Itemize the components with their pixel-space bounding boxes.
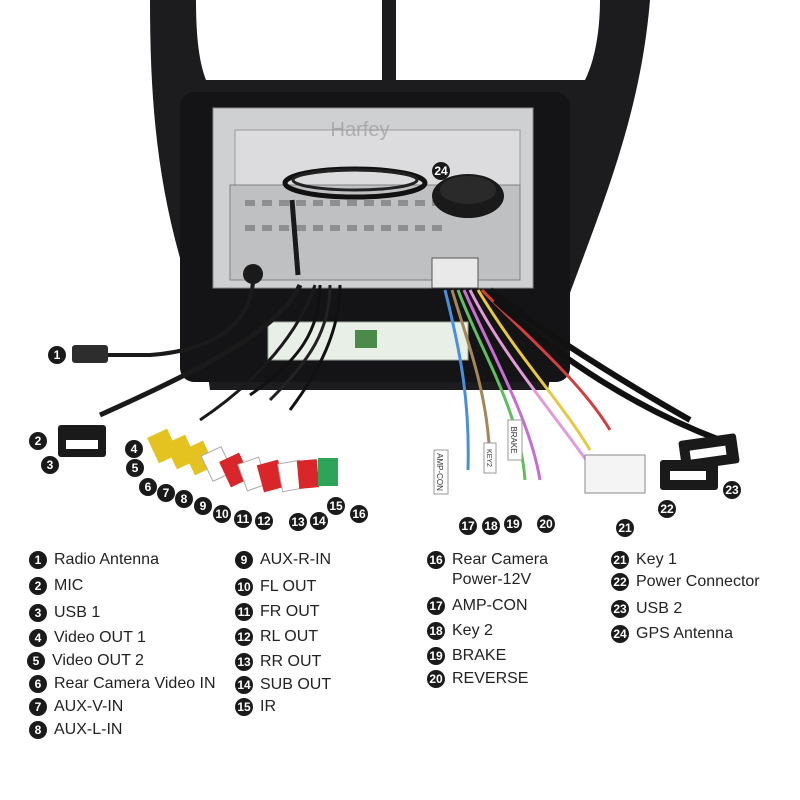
legend-label: Video OUT 1 bbox=[54, 629, 146, 646]
legend-num: 15 bbox=[235, 698, 253, 716]
callout-9: 9 bbox=[194, 497, 212, 515]
callout-23: 23 bbox=[723, 481, 741, 499]
radio-antenna-jack bbox=[243, 264, 263, 284]
callout-22: 22 bbox=[658, 500, 676, 518]
legend-num: 21 bbox=[611, 551, 629, 569]
callout-4: 4 bbox=[125, 440, 143, 458]
legend-num: 6 bbox=[29, 675, 47, 693]
legend-label: AUX-R-IN bbox=[260, 551, 332, 568]
legend-num: 7 bbox=[29, 698, 47, 716]
legend-num: 12 bbox=[235, 628, 253, 646]
legend-label: RR OUT bbox=[260, 653, 322, 670]
legend-num: 5 bbox=[27, 652, 45, 670]
legend-num: 18 bbox=[427, 622, 445, 640]
callout-12: 12 bbox=[255, 512, 273, 530]
legend-num: 1 bbox=[29, 551, 47, 569]
legend-label: AMP-CON bbox=[452, 597, 528, 614]
callout-14: 14 bbox=[310, 512, 328, 530]
legend-num: 2 bbox=[29, 577, 47, 595]
legend-num: 9 bbox=[235, 551, 253, 569]
bezel-vent-right bbox=[396, 0, 600, 80]
legend-num: 10 bbox=[235, 578, 253, 596]
tag-brake: BRAKE bbox=[509, 426, 518, 453]
callout-15: 15 bbox=[327, 497, 345, 515]
legend-num: 8 bbox=[29, 721, 47, 739]
legend-num: 20 bbox=[427, 670, 445, 688]
legend-label: SUB OUT bbox=[260, 676, 332, 693]
legend-num: 14 bbox=[235, 676, 253, 694]
callout-21: 21 bbox=[616, 519, 634, 537]
callout-16: 16 bbox=[350, 505, 368, 523]
legend-label: FL OUT bbox=[260, 578, 317, 595]
legend-num: 4 bbox=[29, 629, 47, 647]
callout-20: 20 bbox=[537, 515, 555, 533]
legend-label: USB 1 bbox=[54, 604, 101, 621]
legend-label: REVERSE bbox=[452, 670, 529, 687]
callout-3: 3 bbox=[41, 456, 59, 474]
callout-6: 6 bbox=[139, 478, 157, 496]
legend-label: USB 2 bbox=[636, 600, 683, 617]
legend-label: FR OUT bbox=[260, 603, 320, 620]
radio-antenna-plug bbox=[72, 345, 108, 363]
callout-2: 2 bbox=[29, 432, 47, 450]
legend-num: 19 bbox=[427, 647, 445, 665]
legend-label: MIC bbox=[54, 577, 84, 594]
legend-label: AUX-V-IN bbox=[54, 698, 124, 715]
callout-19: 19 bbox=[504, 515, 522, 533]
legend-label: Power Connector bbox=[636, 573, 760, 590]
legend-label: Key 1 bbox=[636, 551, 677, 568]
legend-num: 22 bbox=[611, 573, 629, 591]
power-connector bbox=[584, 454, 646, 494]
legend-num: 16 bbox=[427, 551, 445, 569]
callout-8: 8 bbox=[175, 490, 193, 508]
callout-1: 1 bbox=[48, 346, 66, 364]
stereo-wiring-photo: Harfey bbox=[58, 0, 740, 495]
callout-18: 18 bbox=[482, 517, 500, 535]
rca-plugs bbox=[147, 428, 338, 493]
legend-label: Rear Camera Video IN bbox=[54, 675, 216, 692]
legend-label-line2: Power-12V bbox=[452, 571, 532, 588]
callout-10: 10 bbox=[213, 505, 231, 523]
legend-label: Video OUT 2 bbox=[52, 652, 144, 669]
callout-13: 13 bbox=[289, 513, 307, 531]
legend-num: 3 bbox=[29, 604, 47, 622]
callout-7: 7 bbox=[157, 484, 175, 502]
watermark: Harfey bbox=[331, 119, 390, 141]
legend-label: GPS Antenna bbox=[636, 625, 733, 642]
legend-label: Key 2 bbox=[452, 622, 493, 639]
legend-num: 11 bbox=[235, 603, 253, 621]
callout-24: 24 bbox=[432, 162, 450, 180]
tag-key2: KEY2 bbox=[485, 449, 492, 467]
legend-num: 13 bbox=[235, 653, 253, 671]
legend-num: 23 bbox=[611, 600, 629, 618]
callout-5: 5 bbox=[126, 459, 144, 477]
bezel-vent-left bbox=[196, 0, 382, 80]
radio-antenna-cable bbox=[105, 281, 255, 357]
tag-amp-con: AMP-CON bbox=[435, 453, 444, 491]
legend-label: Radio Antenna bbox=[54, 551, 159, 568]
legend-label: Rear Camera bbox=[452, 551, 549, 568]
callout-17: 17 bbox=[459, 517, 477, 535]
legend-label: AUX-L-IN bbox=[54, 721, 123, 738]
legend-label: BRAKE bbox=[452, 647, 507, 664]
callout-11: 11 bbox=[234, 510, 252, 528]
legend-num: 24 bbox=[611, 625, 629, 643]
legend-num: 17 bbox=[427, 597, 445, 615]
legend-label: RL OUT bbox=[260, 628, 319, 645]
main-harness-connector bbox=[431, 257, 479, 289]
legend-label: IR bbox=[260, 698, 276, 715]
